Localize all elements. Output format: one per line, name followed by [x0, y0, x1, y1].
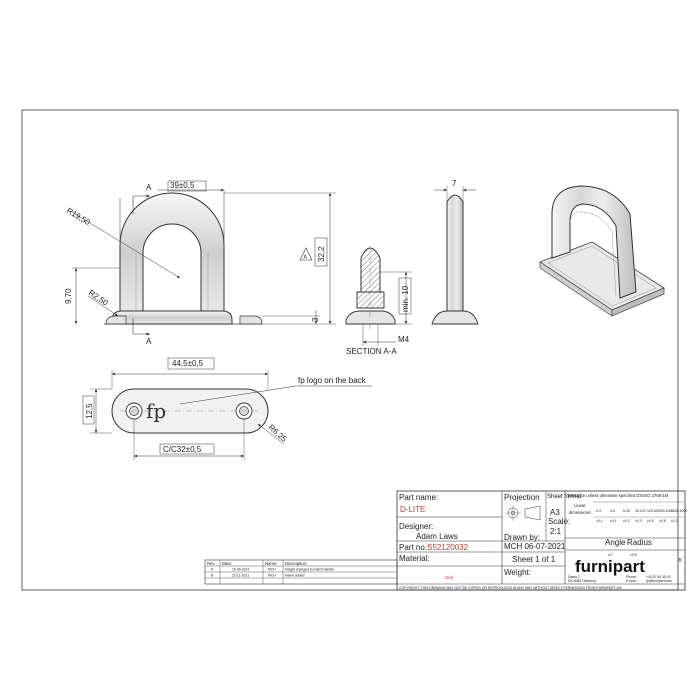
tolerance-note: Tolerance unless otherwise specified DS/… — [567, 493, 669, 498]
address-line1: Dalea 2 — [568, 575, 580, 579]
plan-view: fp 44,5±0,5 12,5 C/C32±0,5 R6,25 fp logo… — [82, 357, 372, 460]
projection-label: Projection — [504, 493, 540, 502]
front-handle-outline — [119, 192, 225, 313]
email-value: fp@furnipart.com — [646, 579, 672, 583]
tol-value: ±0,1 — [610, 519, 617, 523]
tol-range: 1000-2000 — [671, 509, 687, 513]
tol-range: 30-120 — [635, 509, 646, 513]
company-logo: furnipart — [575, 557, 645, 576]
rev-cell: B — [211, 574, 214, 578]
front-base-left — [105, 315, 127, 325]
front-width-dim: 39±0,5 — [170, 181, 195, 190]
part-name-label: Part name: — [399, 493, 438, 502]
rev-header: Date: — [222, 561, 232, 566]
logo-note: fp logo on the back — [298, 376, 367, 385]
isometric-handle — [551, 185, 637, 299]
thread-dim: M4 — [398, 335, 410, 344]
sheet-format-value: A3 — [550, 508, 560, 517]
tol-range: 400-1000 — [659, 509, 673, 513]
dimensions-label: dimensions: — [569, 510, 591, 515]
outer-radius-dim: R19,50 — [65, 206, 92, 227]
drawing-frame — [21, 109, 679, 591]
rev-cell: Height changed to match handle — [285, 568, 334, 572]
address-line2: DK-8382 Hinnerup — [568, 579, 596, 583]
side-profile — [446, 194, 464, 313]
linear-label: Linear — [574, 503, 586, 508]
tol-value: ±0,1 — [596, 519, 603, 523]
part-name-value: D-LITE — [400, 505, 425, 514]
designer-label: Designer: — [399, 522, 433, 531]
section-base — [345, 310, 396, 325]
projection-symbol-icon — [505, 505, 541, 521]
section-title: SECTION A-A — [346, 347, 397, 356]
small-radius-dim: R2,50 — [87, 288, 110, 308]
rev-cell: Name added — [285, 574, 305, 578]
rev-header: Description: — [285, 561, 307, 566]
tol-range: 0-3 — [596, 509, 601, 513]
height-dim: 32,2 — [317, 246, 326, 262]
rev-header: Rev. — [207, 561, 215, 566]
tol-value: ±0,3 — [635, 519, 642, 523]
tolerance-table: 0-3 3-6 6-30 30-120 120-400 400-1000 100… — [593, 501, 687, 523]
rev-cell: 15-09-2021 — [232, 568, 249, 572]
sheet-number: Sheet 1 of 1 — [512, 555, 556, 564]
tolerance-triangle-icon — [299, 247, 313, 261]
front-base-plate — [111, 310, 233, 325]
email-label: E-mail: — [626, 579, 637, 583]
radius-value: ±0,5 — [630, 553, 637, 557]
tol-range: 3-6 — [610, 509, 615, 513]
tol-value: ±0,2 — [623, 519, 630, 523]
plan-width-dim: 12,5 — [85, 403, 94, 419]
front-view: 39±0,5 A A R19,50 R2,50 9,70 32,2 A 3 — [64, 180, 336, 346]
part-no-value: 552120032 — [428, 543, 469, 552]
tol-range: 120-400 — [647, 509, 660, 513]
material-label: Material: — [399, 554, 430, 563]
plan-length-dim: 44,5±0,5 — [172, 359, 204, 368]
side-width-dim: 7 — [452, 179, 457, 188]
center-dim: C/C32±0,5 — [163, 445, 202, 454]
drawn-by-value: MCH 06-07-2021 — [504, 542, 566, 551]
min-length-dim: min. 10 — [401, 285, 410, 312]
tol-value: ±1,2 — [671, 519, 678, 523]
section-marker-bottom: A — [146, 337, 152, 346]
section-cut-profile — [360, 247, 381, 293]
angle-label: Angle — [605, 538, 626, 547]
svg-text:A: A — [304, 255, 308, 261]
side-height-dim: 9,70 — [64, 288, 73, 304]
rev-cell: A — [211, 568, 214, 572]
copyright-notice: COPYRIGHT: THIS DRAWING MAY NOT BE COPIE… — [399, 586, 623, 590]
part-no-label: Part no.: — [399, 543, 429, 552]
tol-value: ±0,8 — [659, 519, 666, 523]
rev-cell: MCH — [268, 574, 276, 578]
scale-value: 2:1 — [550, 527, 562, 536]
section-view: min. 10 M4 SECTION A-A — [345, 246, 412, 356]
angle-value: ±1° — [608, 553, 614, 557]
designer-value: Adam Laws — [416, 532, 458, 541]
scale-label: Scale: — [548, 517, 570, 526]
front-base-right — [239, 315, 263, 325]
sheet-format-label: Sheet format: — [547, 494, 583, 500]
weight-label: Weight: — [504, 568, 531, 577]
title-block: Part name: D-LITE Designer: Adam Laws Pa… — [396, 490, 687, 591]
base-thickness-dim: 3 — [311, 317, 320, 322]
fp-logo: fp — [146, 399, 166, 423]
material-value: Zink — [445, 575, 454, 580]
side-view: 7 — [431, 179, 479, 325]
rev-cell: 22-11-2021 — [232, 574, 249, 578]
tol-range: 6-30 — [623, 509, 630, 513]
rev-header: Name: — [265, 561, 277, 566]
isometric-view — [539, 185, 665, 317]
svg-text:®: ® — [678, 557, 682, 564]
radius-label: Radius — [627, 538, 652, 547]
tol-value: ±0,5 — [647, 519, 654, 523]
section-marker-top: A — [146, 183, 152, 192]
phone-value: +45 87 64 35 00 — [646, 575, 671, 579]
rev-cell: MCH — [268, 568, 276, 572]
phone-label: Phone: — [626, 575, 637, 579]
drawn-by-label: Drawn by: — [504, 533, 540, 542]
revision-table: Rev. Date: Name: Description: A 15-09-20… — [204, 559, 398, 585]
